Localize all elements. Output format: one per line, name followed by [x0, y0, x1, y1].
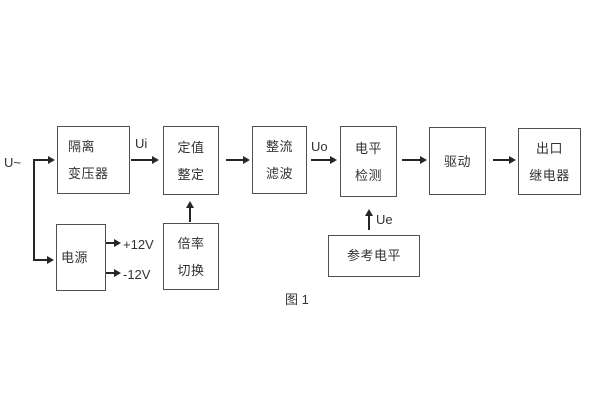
- arrowhead-power-plus12: [114, 239, 121, 247]
- block-level-detection: 电平 检测: [340, 126, 397, 197]
- connector-power-plus12: [106, 242, 115, 244]
- block-rectifier-filter: 整流 滤波: [252, 126, 307, 194]
- block-label: 检测: [354, 167, 382, 183]
- block-output-relay: 出口 继电器: [518, 128, 581, 195]
- connector-uo: [311, 159, 331, 161]
- signal-label-plus12: +12V: [123, 237, 154, 252]
- arrowhead-input-power: [47, 256, 54, 264]
- input-signal-label: U~: [4, 155, 21, 170]
- arrowhead-multiplier-setting: [186, 201, 194, 208]
- block-multiplier-switch: 倍率 切换: [163, 223, 219, 290]
- block-label: 切换: [177, 262, 205, 278]
- block-label: 电平: [354, 140, 382, 156]
- block-reference-level: 参考电平: [328, 235, 420, 277]
- block-label: 整流: [265, 139, 293, 154]
- arrowhead-level-drive: [420, 156, 427, 164]
- signal-label-uo: Uo: [311, 139, 328, 154]
- block-label: 电源: [61, 250, 89, 265]
- block-setting: 定值 整定: [163, 126, 219, 195]
- connector-input-power: [33, 259, 48, 261]
- signal-label-ui: Ui: [135, 136, 148, 151]
- connector-input-drop: [33, 159, 35, 260]
- block-isolation-transformer: 隔离 变压器: [57, 126, 130, 194]
- arrowhead-setting-rectifier: [243, 156, 250, 164]
- connector-drive-relay: [493, 159, 510, 161]
- block-label: 变压器: [68, 166, 109, 181]
- block-label: 继电器: [529, 167, 570, 183]
- arrowhead-power-minus12: [114, 269, 121, 277]
- block-label: 参考电平: [346, 248, 401, 263]
- connector-setting-rectifier: [226, 159, 244, 161]
- block-label: 整定: [177, 166, 205, 182]
- block-label: 倍率: [177, 235, 205, 251]
- connector-level-drive: [402, 159, 421, 161]
- figure-caption: 图 1: [285, 292, 309, 307]
- connector-ue: [368, 216, 370, 230]
- block-label: 隔离: [68, 139, 96, 154]
- arrowhead-uo: [330, 156, 337, 164]
- block-label: 出口: [535, 140, 563, 156]
- arrowhead-ue: [365, 209, 373, 216]
- connector-ui: [131, 159, 153, 161]
- block-label: 驱动: [443, 153, 471, 169]
- block-label: 滤波: [265, 166, 293, 181]
- signal-label-minus12: -12V: [123, 267, 151, 282]
- arrowhead-ui: [152, 156, 159, 164]
- block-label: 定值: [177, 139, 205, 155]
- connector-input-top: [33, 159, 49, 161]
- connector-multiplier-setting: [189, 208, 191, 222]
- connector-power-minus12: [106, 272, 115, 274]
- arrowhead-input-top: [48, 156, 55, 164]
- block-power-supply: 电源: [56, 224, 106, 291]
- arrowhead-drive-relay: [509, 156, 516, 164]
- signal-label-ue: Ue: [376, 212, 393, 227]
- block-drive: 驱动: [429, 127, 486, 195]
